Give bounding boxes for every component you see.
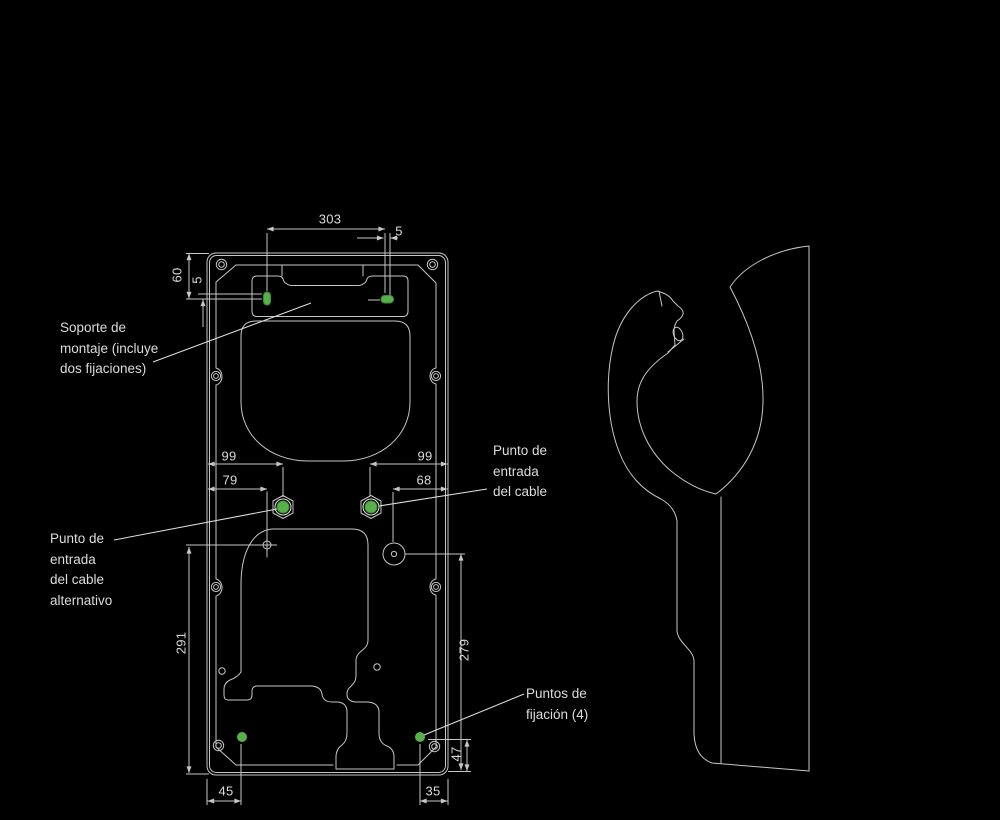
side-nozzle-slit — [667, 338, 685, 353]
side-profile-outline — [607, 245, 810, 772]
leader-lines — [113, 302, 525, 736]
cable-gland-right — [360, 495, 382, 519]
side-tip-seam — [658, 290, 663, 307]
dim-text-47: 47 — [448, 746, 464, 762]
cable-gland-left — [272, 495, 294, 519]
dim-text-60: 60 — [169, 267, 185, 283]
dim-text-303: 303 — [318, 211, 342, 227]
dim-text-5-top: 5 — [395, 223, 403, 239]
label-fixing-points: Puntos de fijación (4) — [526, 686, 589, 722]
cable-entry-ring — [382, 542, 406, 566]
dim-text-45: 45 — [218, 783, 234, 799]
dim-text-99-left: 99 — [221, 448, 237, 464]
side-screw-holes — [210, 370, 442, 593]
corner-screw-holes — [212, 258, 441, 753]
bracket-slot-right — [380, 295, 394, 304]
dim-text-79: 79 — [222, 472, 238, 488]
side-nozzle-hole — [672, 326, 684, 342]
leader-fixing — [423, 693, 525, 736]
mounting-bracket-outline — [251, 275, 409, 317]
dim-text-291: 291 — [173, 631, 189, 655]
label-cable-entry-alt: Punto de entrada del cable alternativo — [50, 531, 113, 608]
plate-outer-edge-inner — [209, 255, 446, 773]
plate-inner-outline — [215, 264, 437, 766]
dim-text-68: 68 — [416, 472, 432, 488]
side-profile-view — [607, 245, 810, 772]
fixing-point-left — [237, 732, 247, 742]
dim-text-5-left: 5 — [189, 276, 205, 284]
alt-cable-entry-marker — [262, 491, 272, 558]
backplate-front-view — [206, 252, 449, 776]
label-mounting-bracket: Soporte de montaje (incluye dos fijacion… — [60, 320, 159, 376]
dim-text-279: 279 — [456, 638, 472, 662]
detail-hole-right — [373, 663, 381, 671]
label-cable-entry: Punto de entrada del cable — [493, 443, 548, 499]
fixing-point-right — [415, 732, 425, 742]
lower-cutout — [223, 528, 395, 770]
dim-text-99-right: 99 — [417, 448, 433, 464]
detail-hole-left — [218, 667, 226, 675]
dimension-lines — [186, 226, 470, 804]
extension-lines — [186, 233, 471, 805]
plate-outer-edge — [206, 252, 449, 776]
leader-cable — [378, 488, 488, 507]
dim-text-35: 35 — [425, 783, 441, 799]
leader-cable-alt — [113, 508, 278, 541]
leader-mounting — [152, 302, 312, 363]
bracket-tabs — [281, 265, 364, 277]
upper-cutout — [240, 320, 411, 462]
bracket-slot-left — [263, 291, 271, 306]
